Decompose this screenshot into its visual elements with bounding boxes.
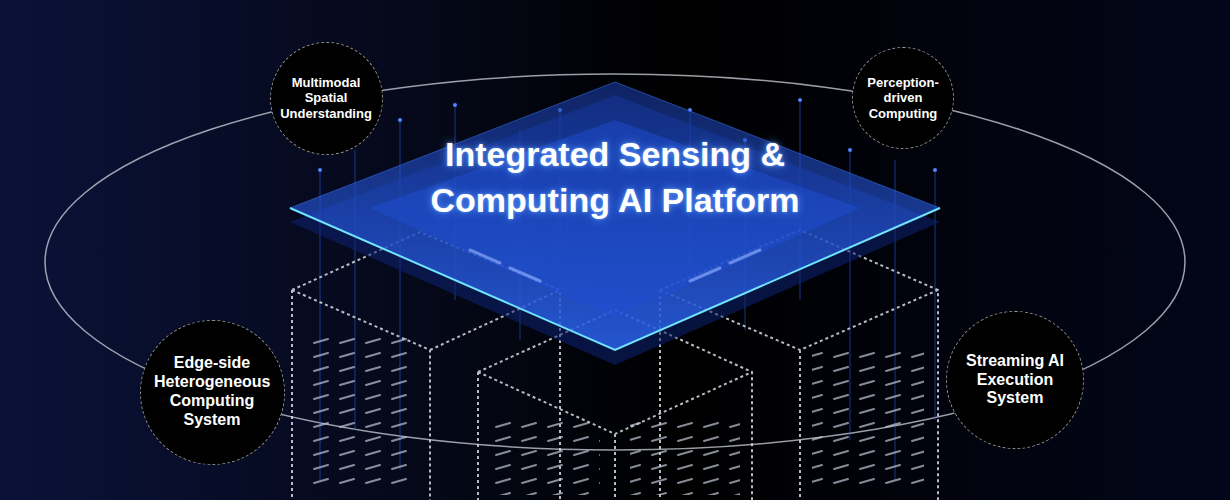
platform-title: Integrated Sensing & Computing AI Platfo… — [395, 132, 835, 224]
circle-label: Perception-driven Computing — [862, 75, 944, 121]
platform-planes — [290, 82, 940, 365]
feature-circle: Multimodal Spatial Understanding — [270, 42, 383, 155]
orbit-ellipse — [45, 74, 1185, 450]
feature-circle: Edge-side Heterogeneous Computing System — [140, 320, 285, 465]
circle-label: Streaming AI Execution System — [961, 352, 1069, 409]
feature-circle: Streaming AI Execution System — [946, 311, 1084, 449]
circle-label: Multimodal Spatial Understanding — [278, 75, 374, 121]
circle-label: Edge-side Heterogeneous Computing System — [154, 354, 270, 430]
feature-circle: Perception-driven Computing — [852, 47, 954, 149]
